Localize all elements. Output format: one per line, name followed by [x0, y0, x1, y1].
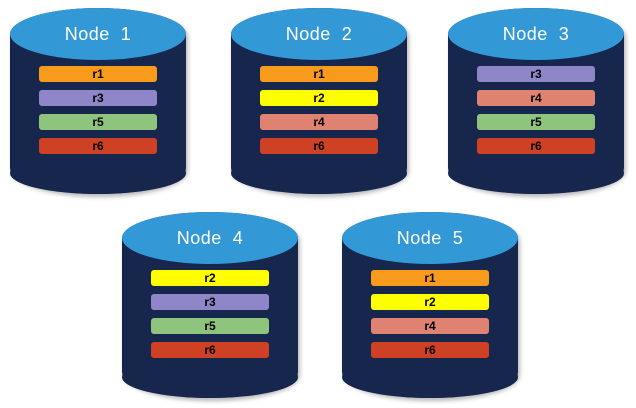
replica-item[interactable]: r3	[39, 90, 157, 106]
node-5-cylinder-top: Node 5	[342, 212, 518, 264]
node-5-replica-list: r1 r2 r4 r6	[371, 270, 489, 358]
node-4[interactable]: Node 4 r2 r3 r5 r6	[122, 212, 298, 398]
replica-item[interactable]: r3	[477, 66, 595, 82]
replica-item[interactable]: r2	[151, 270, 269, 286]
replica-item[interactable]: r4	[371, 318, 489, 334]
node-1[interactable]: Node 1 r1 r3 r5 r6	[10, 8, 186, 194]
node-3-label: Node 3	[502, 24, 570, 44]
replica-item[interactable]: r6	[477, 138, 595, 154]
replica-item[interactable]: r1	[260, 66, 378, 82]
node-5[interactable]: Node 5 r1 r2 r4 r6	[342, 212, 518, 398]
node-5-label: Node 5	[396, 228, 464, 248]
node-2-replica-list: r1 r2 r4 r6	[260, 66, 378, 154]
node-2-cylinder-top: Node 2	[231, 8, 407, 60]
node-2[interactable]: Node 2 r1 r2 r4 r6	[231, 8, 407, 194]
replica-item[interactable]: r5	[39, 114, 157, 130]
node-3-cylinder-top: Node 3	[448, 8, 624, 60]
node-3[interactable]: Node 3 r3 r4 r5 r6	[448, 8, 624, 194]
replica-item[interactable]: r2	[371, 294, 489, 310]
node-3-replica-list: r3 r4 r5 r6	[477, 66, 595, 154]
replica-item[interactable]: r4	[260, 114, 378, 130]
replica-item[interactable]: r6	[371, 342, 489, 358]
replica-item[interactable]: r5	[151, 318, 269, 334]
node-4-replica-list: r2 r3 r5 r6	[151, 270, 269, 358]
node-4-cylinder-top: Node 4	[122, 212, 298, 264]
replica-item[interactable]: r6	[151, 342, 269, 358]
replica-item[interactable]: r4	[477, 90, 595, 106]
node-4-label: Node 4	[176, 228, 244, 248]
replica-item[interactable]: r5	[477, 114, 595, 130]
replica-item[interactable]: r1	[39, 66, 157, 82]
replica-item[interactable]: r2	[260, 90, 378, 106]
node-1-label: Node 1	[64, 24, 132, 44]
node-1-cylinder-top: Node 1	[10, 8, 186, 60]
replica-item[interactable]: r1	[371, 270, 489, 286]
replica-item[interactable]: r3	[151, 294, 269, 310]
node-1-replica-list: r1 r3 r5 r6	[39, 66, 157, 154]
replica-item[interactable]: r6	[260, 138, 378, 154]
replica-item[interactable]: r6	[39, 138, 157, 154]
node-2-label: Node 2	[285, 24, 353, 44]
